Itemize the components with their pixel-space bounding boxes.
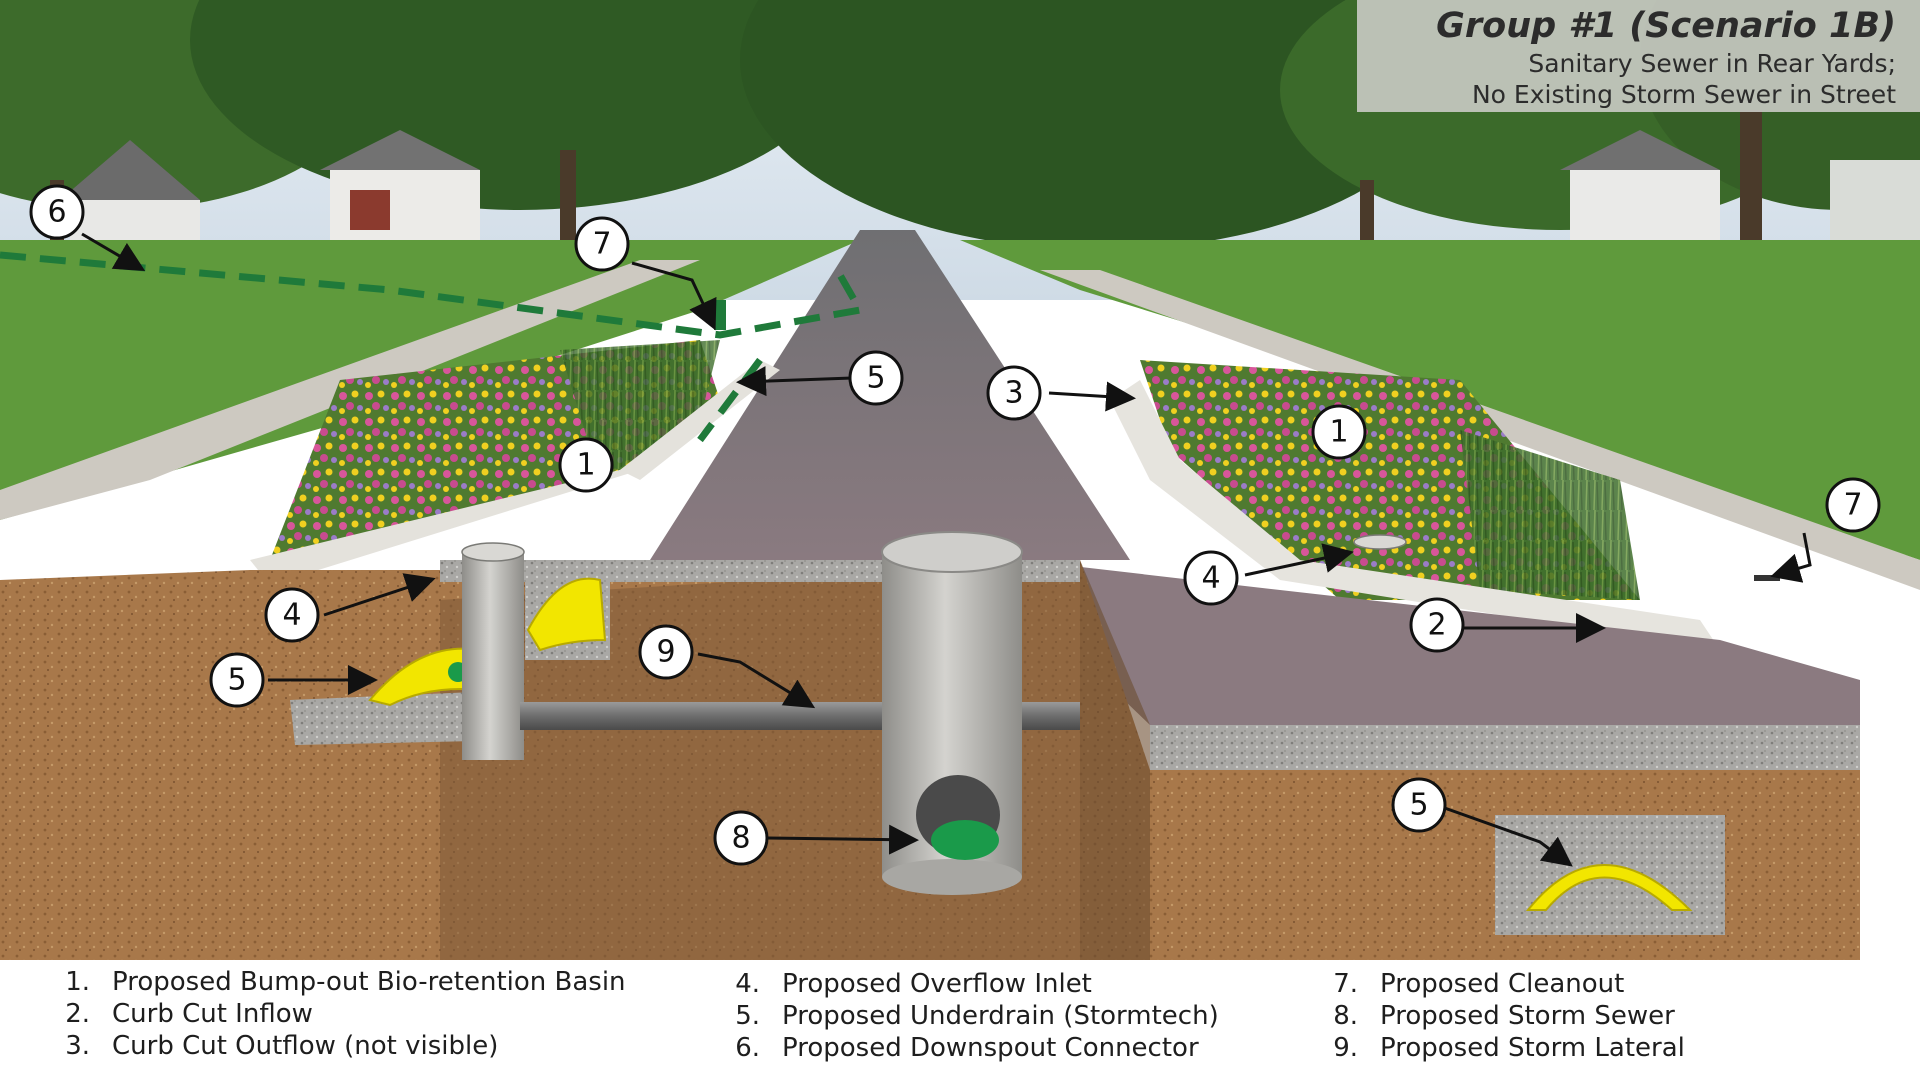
diagram-title: Group #1 (Scenario 1B): [1436, 6, 1896, 46]
cleanout-right: [1754, 575, 1780, 581]
callout-5-trench: 5: [848, 350, 904, 406]
svg-text:2: 2: [1427, 608, 1446, 643]
overflow-inlet-top-right: [1353, 534, 1407, 550]
legend: 1.Proposed Bump-out Bio-retention Basin …: [0, 962, 1920, 1080]
legend-item-2: 2.Curb Cut Inflow: [65, 999, 313, 1029]
callout-5-detail: 5: [1391, 777, 1447, 833]
downspout-connector-line: [0, 251, 866, 339]
callout-6: 6: [29, 184, 85, 240]
svg-text:8: 8: [731, 821, 750, 856]
svg-text:4: 4: [1201, 561, 1220, 596]
callout-1-right: 1: [1311, 404, 1367, 460]
legend-item-6: 6.Proposed Downspout Connector: [735, 1033, 1199, 1063]
underdrain-detail-chamber: [1525, 864, 1693, 911]
callout-3: 3: [986, 365, 1042, 421]
legend-item-7: 7.Proposed Cleanout: [1333, 969, 1625, 999]
cleanout-left: [714, 300, 726, 330]
svg-text:5: 5: [1409, 788, 1428, 823]
callout-2: 2: [1409, 597, 1465, 653]
svg-text:1: 1: [1329, 415, 1348, 450]
legend-item-9: 9.Proposed Storm Lateral: [1333, 1033, 1685, 1063]
svg-text:5: 5: [866, 361, 885, 396]
diagram-subtitle-line-2: No Existing Storm Sewer in Street: [1471, 80, 1896, 109]
svg-text:6: 6: [47, 195, 66, 230]
underdrain-chamber-trench: [526, 577, 607, 652]
legend-item-1: 1.Proposed Bump-out Bio-retention Basin: [65, 967, 626, 997]
houses: [60, 130, 1920, 260]
pavement-gravel-base: [1150, 725, 1860, 770]
callout-leaders: [81, 232, 1812, 867]
callout-7-right: 7: [1825, 477, 1881, 533]
svg-text:1: 1: [576, 448, 595, 483]
diagram-subtitle-line-1: Sanitary Sewer in Rear Yards;: [1528, 49, 1896, 78]
diagram-title-box: Group #1 (Scenario 1B) Sanitary Sewer in…: [1357, 0, 1920, 112]
legend-item-8: 8.Proposed Storm Sewer: [1333, 1001, 1675, 1031]
legend-item-3: 3.Curb Cut Outflow (not visible): [65, 1031, 499, 1061]
manhole-cover: [881, 531, 1023, 573]
overflow-inlet-riser: [462, 550, 524, 760]
legend-item-5: 5.Proposed Underdrain (Stormtech): [735, 1001, 1219, 1031]
legend-item-4: 4.Proposed Overflow Inlet: [735, 969, 1092, 999]
svg-text:9: 9: [656, 635, 675, 670]
callout-8: 8: [713, 810, 769, 866]
overflow-inlet-top-left: [461, 542, 525, 562]
callout-5-left: 5: [209, 652, 265, 708]
callout-9: 9: [638, 624, 694, 680]
svg-text:3: 3: [1004, 376, 1023, 411]
callout-4-left: 4: [264, 587, 320, 643]
svg-text:7: 7: [1843, 488, 1862, 523]
storm-sewer-pipe: [931, 820, 999, 860]
svg-text:5: 5: [227, 663, 246, 698]
right-bioretention-basin: [1110, 360, 1720, 650]
callout-1-left: 1: [558, 437, 614, 493]
svg-text:7: 7: [592, 227, 611, 262]
callout-4-right: 4: [1183, 550, 1239, 606]
callout-7-left: 7: [574, 216, 630, 272]
manhole-base: [882, 859, 1022, 895]
svg-text:4: 4: [282, 598, 301, 633]
